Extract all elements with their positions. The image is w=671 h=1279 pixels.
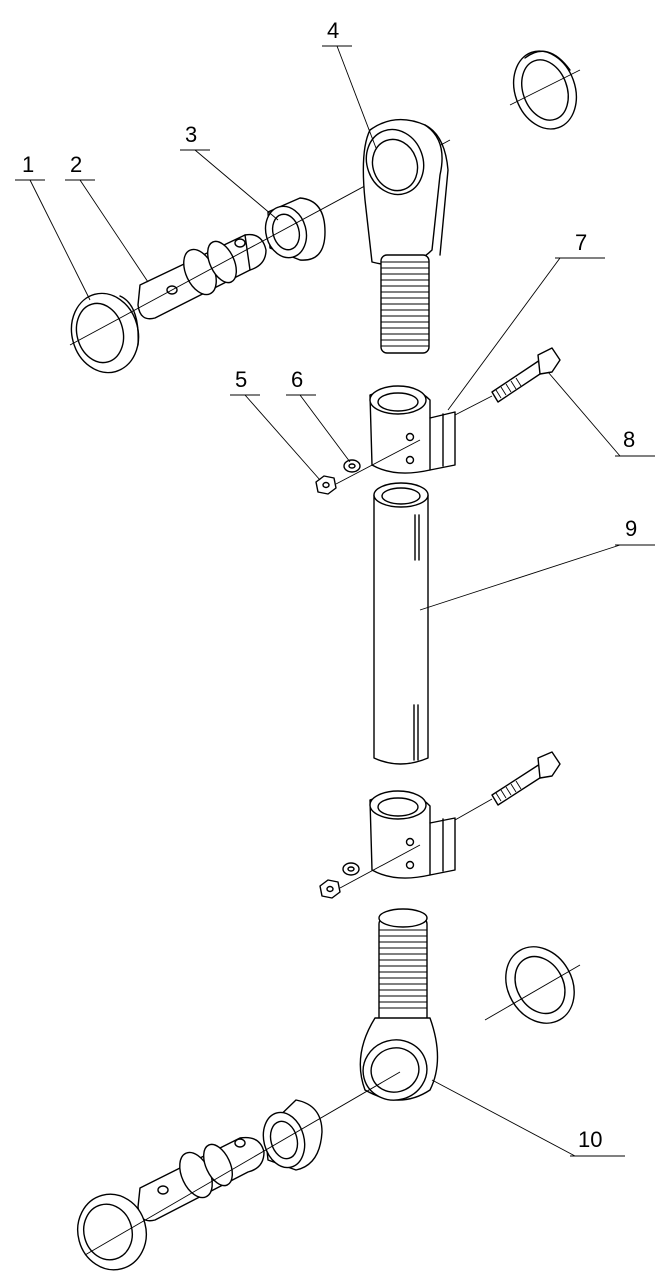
clamp-axis-line bbox=[335, 439, 421, 485]
part-2-pin bbox=[137, 233, 267, 320]
callout-10: 10 bbox=[578, 1127, 602, 1152]
callout-5: 5 bbox=[235, 367, 247, 392]
bottom-left-washer bbox=[77, 1193, 147, 1271]
part-9-tube bbox=[373, 482, 429, 765]
part-7-clamp bbox=[369, 385, 456, 474]
callout-4: 4 bbox=[327, 18, 339, 43]
part-5-nut bbox=[315, 475, 337, 495]
lower-bolt bbox=[454, 751, 561, 821]
callout-9: 9 bbox=[625, 516, 637, 541]
callout-7: 7 bbox=[575, 230, 587, 255]
lower-clamp-axis-line bbox=[339, 844, 421, 889]
part-8-bolt bbox=[454, 347, 561, 416]
part-4-rod-end bbox=[362, 118, 449, 354]
part-1-washer bbox=[70, 292, 140, 374]
bottom-axis-line bbox=[84, 1071, 401, 1256]
callout-leaders bbox=[15, 45, 655, 1157]
part-6-washer bbox=[343, 459, 361, 473]
callout-3: 3 bbox=[185, 122, 197, 147]
lower-washer bbox=[342, 862, 360, 876]
callout-6: 6 bbox=[291, 367, 303, 392]
callout-2: 2 bbox=[70, 152, 82, 177]
bottom-bushing bbox=[262, 1099, 323, 1171]
bottom-right-washer bbox=[484, 946, 581, 1024]
lower-clamp bbox=[369, 790, 456, 879]
lower-nut bbox=[319, 879, 341, 899]
top-right-washer bbox=[509, 50, 581, 130]
bottom-pin bbox=[137, 1136, 265, 1222]
part-10-rod-end bbox=[359, 908, 439, 1101]
callout-1: 1 bbox=[22, 152, 34, 177]
part-3-bushing bbox=[264, 197, 326, 261]
callout-8: 8 bbox=[623, 427, 635, 452]
